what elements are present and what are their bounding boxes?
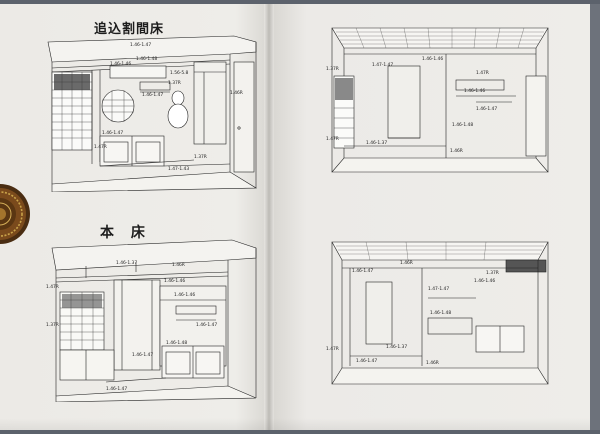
dim-label: 1.46R — [230, 90, 243, 96]
heading-hon-toko: 本 床 — [100, 225, 151, 241]
page-edge — [590, 4, 600, 430]
drawing-right-top: 1.47-1.47 1.46-1.46 1.47R 1.46-1.46 1.46… — [326, 26, 558, 176]
heading-oikomi-warima-toko: 追込割間床 — [94, 22, 165, 37]
dim-label: 1.46-1.37 — [366, 140, 387, 146]
dim-label: 1.47-1.47 — [428, 286, 449, 292]
dim-label: 1.47R — [46, 284, 59, 290]
dim-label: 1.47R — [326, 136, 339, 142]
dim-label: 1.46-1.47 — [102, 130, 123, 136]
dim-label: 1.37R — [194, 154, 207, 160]
dim-label: 1.46-1.46 — [422, 56, 443, 62]
dim-label: 1.46-1.46 — [110, 61, 131, 67]
dim-label: 1.46R — [426, 360, 439, 366]
dim-label: 1.37R — [168, 80, 181, 86]
dim-label: 1.46R — [450, 148, 463, 154]
dim-label: 1.47R — [94, 144, 107, 150]
dim-label: 1.46-1.47 — [352, 268, 373, 274]
dim-label: 1.47-1.43 — [168, 166, 189, 172]
dim-label: 1.46-1.47 — [356, 358, 377, 364]
dim-label: 1.46-1.46 — [464, 88, 485, 94]
dim-label: 1.46R — [172, 262, 185, 268]
dim-label: 1.46-1.37 — [386, 344, 407, 350]
dim-label: 1.46-1.48 — [136, 56, 157, 62]
book-gutter — [264, 4, 274, 430]
dim-label: 1.46-1.47 — [132, 352, 153, 358]
dim-label: 1.46-1.46 — [474, 278, 495, 284]
page-shadow — [0, 418, 590, 430]
dim-label: 1.46R — [400, 260, 413, 266]
dim-label: 1.46-1.48 — [452, 122, 473, 128]
dim-label: 1.56-5.8 — [170, 70, 189, 76]
dim-label: 1.46-1.47 — [142, 92, 163, 98]
right-page — [268, 4, 590, 430]
drawing-oikomi-tokonoma: 1.46-1.47 1.46-1.48 1.46-1.46 1.56-5.8 1… — [44, 32, 264, 192]
dim-label: 1.47-1.47 — [372, 62, 393, 68]
dim-label: 1.47R — [326, 346, 339, 352]
drawing-hon-tokonoma: 1.46-1.37 1.46R 1.47R 1.46-1.46 1.46-1.4… — [46, 236, 260, 402]
dim-label: 1.46-1.46 — [174, 292, 195, 298]
dim-label: 1.37R — [326, 66, 339, 72]
dim-label: 1.46-1.37 — [116, 260, 137, 266]
dim-label: 1.46-1.47 — [106, 386, 127, 392]
dim-label: 1.46-1.47 — [196, 322, 217, 328]
dim-label: 1.47R — [476, 70, 489, 76]
dim-label: 1.46-1.46 — [164, 278, 185, 284]
dim-label: 1.46-1.48 — [166, 340, 187, 346]
lacquer-coaster — [0, 168, 32, 260]
dim-label: 1.37R — [46, 322, 59, 328]
dim-label: 1.46-1.47 — [130, 42, 151, 48]
drawing-right-bottom: 1.46-1.47 1.46R 1.47-1.47 1.46-1.46 1.37… — [326, 238, 558, 388]
dim-label: 1.37R — [486, 270, 499, 276]
dim-label: 1.46-1.47 — [476, 106, 497, 112]
dim-label: 1.46-1.48 — [430, 310, 451, 316]
